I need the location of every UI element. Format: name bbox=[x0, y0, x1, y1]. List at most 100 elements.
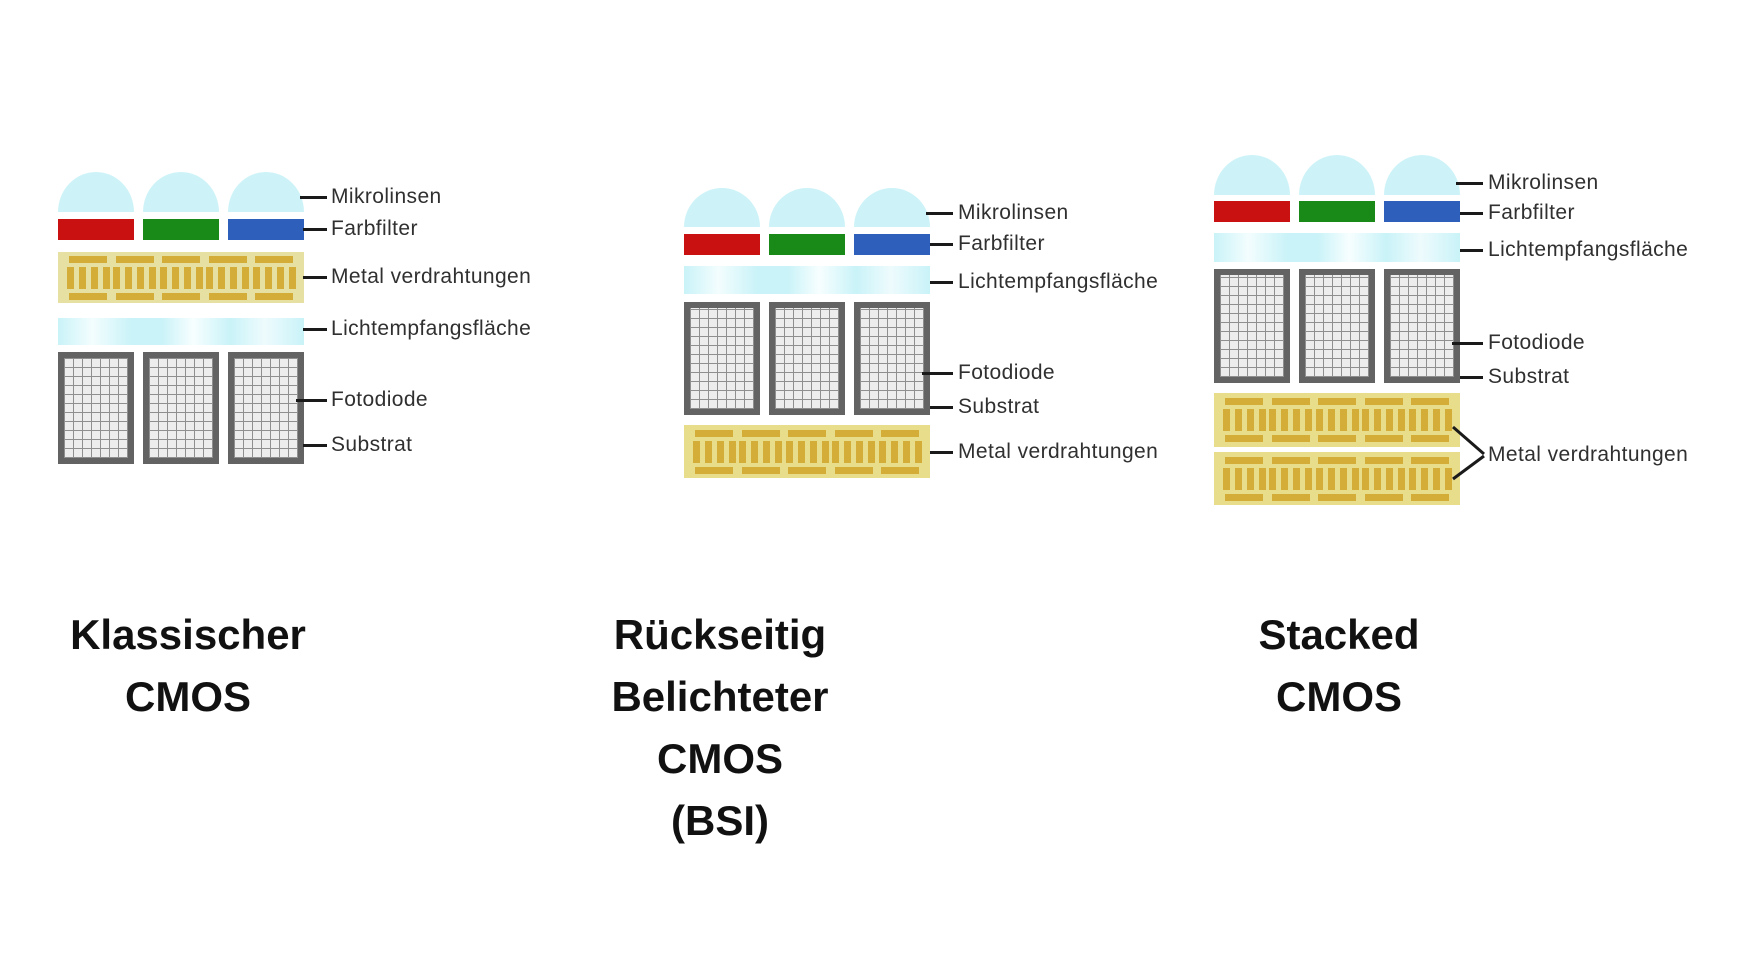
label-lichtempfangsflaeche: Lichtempfangsfläche bbox=[331, 317, 532, 340]
classic-color-filter-layer bbox=[58, 219, 304, 240]
wiring-group-icon bbox=[113, 252, 156, 303]
color-filter-green bbox=[1299, 201, 1375, 222]
classic-metal-wiring-layer bbox=[58, 252, 304, 303]
classic-light-receiving-layer bbox=[58, 318, 304, 345]
callout-line bbox=[930, 281, 953, 284]
color-filter-blue bbox=[1384, 201, 1460, 222]
callout-line bbox=[1456, 182, 1483, 185]
callout-line bbox=[303, 228, 327, 231]
color-filter-blue bbox=[854, 234, 930, 255]
callout-line bbox=[922, 372, 953, 375]
color-filter-red bbox=[1214, 201, 1290, 222]
title-line: Klassischer bbox=[70, 611, 306, 658]
photodiode-block bbox=[854, 302, 930, 415]
wiring-group-icon bbox=[785, 425, 829, 478]
title-line: CMOS bbox=[657, 735, 783, 782]
microlens-icon bbox=[228, 172, 304, 212]
title-classic-cmos: Klassischer CMOS bbox=[38, 604, 338, 728]
bsi-metal-wiring-layer bbox=[684, 425, 930, 478]
photodiode-block bbox=[228, 352, 304, 464]
wiring-group-icon bbox=[1269, 452, 1312, 505]
photodiode-block bbox=[1214, 269, 1290, 383]
callout-line bbox=[1452, 342, 1483, 345]
wiring-group-icon bbox=[1362, 393, 1405, 447]
microlens-icon bbox=[769, 188, 845, 227]
wiring-group-icon bbox=[1222, 452, 1266, 505]
microlens-icon bbox=[143, 172, 219, 212]
classic-microlens-array bbox=[58, 172, 304, 212]
label-farbfilter: Farbfilter bbox=[331, 217, 418, 240]
callout-line bbox=[926, 212, 953, 215]
label-substrat: Substrat bbox=[958, 395, 1040, 418]
title-line: CMOS bbox=[125, 673, 251, 720]
callout-line bbox=[930, 451, 953, 454]
callout-line bbox=[1460, 376, 1483, 379]
label-fotodiode: Fotodiode bbox=[1488, 331, 1586, 354]
microlens-icon bbox=[1384, 155, 1460, 195]
label-substrat: Substrat bbox=[1488, 365, 1570, 388]
title-line: (BSI) bbox=[671, 797, 769, 844]
metal-callout-fork bbox=[1452, 425, 1485, 481]
stacked-metal-wiring-layer-2 bbox=[1214, 452, 1460, 505]
bsi-photodiode-substrate-layer bbox=[684, 302, 930, 415]
callout-line bbox=[930, 243, 953, 246]
callout-line bbox=[300, 196, 327, 199]
bsi-color-filter-layer bbox=[684, 234, 930, 255]
wiring-group-icon bbox=[159, 252, 203, 303]
label-metal-verdrahtungen: Metal verdrahtungen bbox=[958, 440, 1159, 463]
microlens-icon bbox=[684, 188, 760, 227]
wiring-group-icon bbox=[739, 425, 782, 478]
wiring-group-icon bbox=[832, 425, 875, 478]
photodiode-block bbox=[58, 352, 134, 464]
callout-line bbox=[1460, 212, 1483, 215]
label-farbfilter: Farbfilter bbox=[1488, 201, 1575, 224]
label-fotodiode: Fotodiode bbox=[331, 388, 429, 411]
title-stacked-cmos: Stacked CMOS bbox=[1189, 604, 1489, 728]
microlens-icon bbox=[58, 172, 134, 212]
callout-line bbox=[296, 399, 327, 402]
photodiode-block bbox=[769, 302, 845, 415]
wiring-group-icon bbox=[1315, 452, 1359, 505]
photodiode-block bbox=[684, 302, 760, 415]
microlens-icon bbox=[854, 188, 930, 227]
color-filter-red bbox=[684, 234, 760, 255]
microlens-icon bbox=[1299, 155, 1375, 195]
wiring-group-icon bbox=[1315, 393, 1359, 447]
title-bsi-cmos: Rückseitig Belichteter CMOS (BSI) bbox=[570, 604, 870, 852]
stacked-color-filter-layer bbox=[1214, 201, 1460, 222]
bsi-light-receiving-layer bbox=[684, 266, 930, 294]
color-filter-green bbox=[769, 234, 845, 255]
label-mikrolinsen: Mikrolinsen bbox=[1488, 171, 1599, 194]
callout-line bbox=[303, 276, 327, 279]
label-lichtempfangsflaeche: Lichtempfangsfläche bbox=[958, 270, 1159, 293]
wiring-group-icon bbox=[1408, 452, 1452, 505]
wiring-group-icon bbox=[1362, 452, 1405, 505]
wiring-group-icon bbox=[1269, 393, 1312, 447]
title-line: Belichteter bbox=[611, 673, 829, 720]
color-filter-green bbox=[143, 219, 219, 240]
photodiode-block bbox=[1384, 269, 1460, 383]
stacked-microlens-array bbox=[1214, 155, 1460, 195]
wiring-group-icon bbox=[252, 252, 296, 303]
title-line: Rückseitig bbox=[613, 611, 827, 658]
title-line: Stacked bbox=[1258, 611, 1420, 658]
color-filter-blue bbox=[228, 219, 304, 240]
callout-line bbox=[930, 406, 953, 409]
title-line: CMOS bbox=[1276, 673, 1402, 720]
callout-line bbox=[1460, 249, 1483, 252]
photodiode-block bbox=[1299, 269, 1375, 383]
wiring-group-icon bbox=[878, 425, 922, 478]
photodiode-block bbox=[143, 352, 219, 464]
label-mikrolinsen: Mikrolinsen bbox=[958, 201, 1069, 224]
wiring-group-icon bbox=[1222, 393, 1266, 447]
label-metal-verdrahtungen: Metal verdrahtungen bbox=[1488, 443, 1689, 466]
wiring-group-icon bbox=[66, 252, 110, 303]
stacked-light-receiving-layer bbox=[1214, 233, 1460, 262]
label-mikrolinsen: Mikrolinsen bbox=[331, 185, 442, 208]
callout-line bbox=[303, 328, 327, 331]
stacked-photodiode-substrate-layer bbox=[1214, 269, 1460, 383]
label-substrat: Substrat bbox=[331, 433, 413, 456]
color-filter-red bbox=[58, 219, 134, 240]
wiring-group-icon bbox=[1408, 393, 1452, 447]
